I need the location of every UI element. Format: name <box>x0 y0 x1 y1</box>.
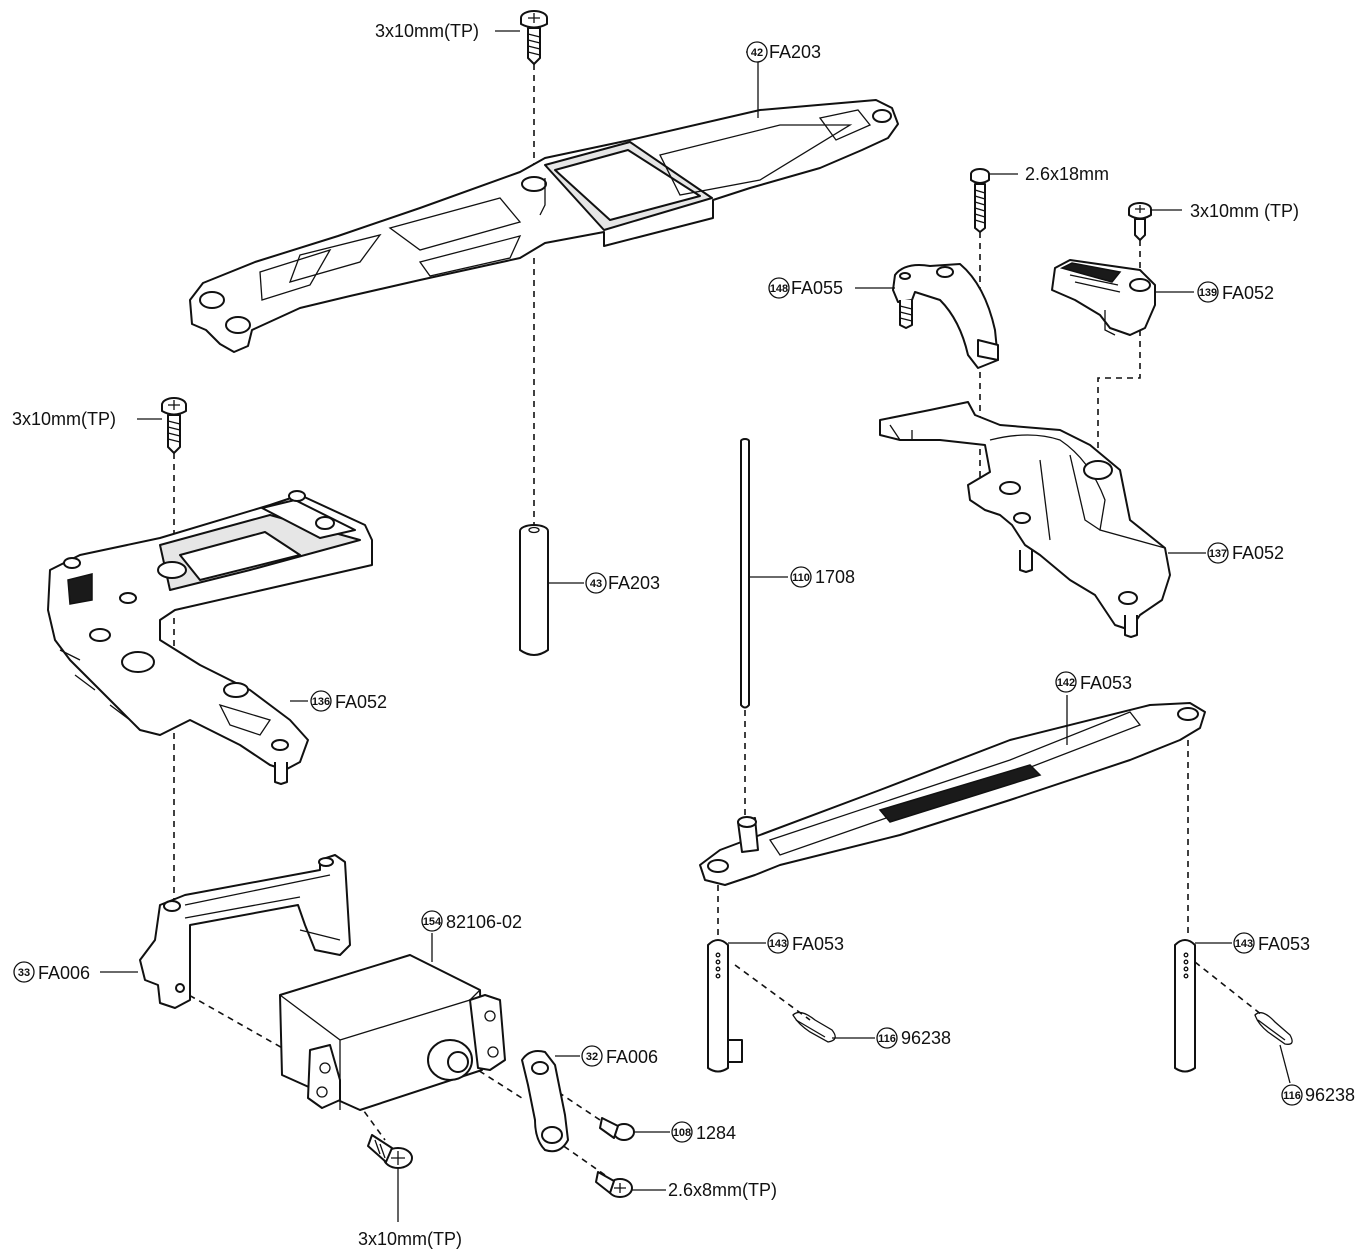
part-143-post-right <box>1174 939 1196 1073</box>
part-142-brace <box>699 702 1206 886</box>
screw-1284 <box>599 1117 635 1141</box>
label-screw-2-6x18: 2.6x18mm <box>1025 164 1109 184</box>
label-screw-bottom: 3x10mm(TP) <box>358 1229 462 1249</box>
part-110-rod <box>740 438 750 709</box>
part-154-servo <box>279 954 506 1111</box>
label-139-num: 139 <box>1199 287 1217 299</box>
label-screw-top: 3x10mm(TP) <box>375 21 479 41</box>
label-137-num: 137 <box>1209 548 1227 560</box>
label-143a-code: FA053 <box>792 934 844 954</box>
label-32-num: 32 <box>586 1051 598 1063</box>
label-42-num: 42 <box>751 47 763 59</box>
label-142-num: 142 <box>1057 677 1075 689</box>
screw-3x10-tp-right <box>1128 202 1152 241</box>
label-116b-num: 116 <box>1283 1090 1301 1102</box>
label-108-code: 1284 <box>696 1123 736 1143</box>
part-148-clamp <box>892 263 999 369</box>
screw-3x10-left <box>161 397 187 454</box>
screw-2-6x18 <box>970 168 990 233</box>
screw-3x10-top <box>520 10 548 65</box>
label-143b-num: 143 <box>1235 938 1253 950</box>
label-143b-code: FA053 <box>1258 934 1310 954</box>
part-33-servo-bracket <box>139 854 351 1009</box>
part-32-servo-horn <box>521 1050 569 1153</box>
label-154-code: 82106-02 <box>446 912 522 932</box>
label-136-num: 136 <box>312 696 330 708</box>
label-42-code: FA203 <box>769 42 821 62</box>
part-42-top-plate <box>189 99 899 353</box>
part-116-clip-right <box>1254 1012 1293 1045</box>
label-43-num: 43 <box>590 578 602 590</box>
label-screw-tp-right: 3x10mm (TP) <box>1190 201 1299 221</box>
part-136-servo-mount <box>47 490 373 785</box>
label-136-code: FA052 <box>335 692 387 712</box>
part-143-post-left <box>707 939 743 1073</box>
label-screw-left: 3x10mm(TP) <box>12 409 116 429</box>
label-116a-num: 116 <box>878 1033 896 1045</box>
label-110-num: 110 <box>792 572 810 584</box>
part-116-clip-left <box>792 1011 836 1043</box>
label-screw-2-6x8: 2.6x8mm(TP) <box>668 1180 777 1200</box>
part-labels: 3x10mm(TP) 42 FA203 2.6x18mm 3x10mm (TP)… <box>12 21 1355 1249</box>
label-33-num: 33 <box>18 967 30 979</box>
label-154-num: 154 <box>423 916 442 928</box>
screw-3x10-bottom <box>367 1134 413 1169</box>
part-137-mount <box>879 401 1171 638</box>
label-142-code: FA053 <box>1080 673 1132 693</box>
label-32-code: FA006 <box>606 1047 658 1067</box>
label-116a-code: 96238 <box>901 1028 951 1048</box>
label-108-num: 108 <box>673 1127 691 1139</box>
label-110-code: 1708 <box>815 567 855 587</box>
part-139-cover <box>1051 259 1156 336</box>
label-33-code: FA006 <box>38 963 90 983</box>
part-43-post <box>519 524 549 656</box>
label-137-code: FA052 <box>1232 543 1284 563</box>
label-143a-num: 143 <box>769 938 787 950</box>
screw-2-6x8 <box>595 1171 633 1198</box>
label-148-code: FA055 <box>791 278 843 298</box>
label-43-code: FA203 <box>608 573 660 593</box>
label-139-code: FA052 <box>1222 283 1274 303</box>
label-116b-code: 96238 <box>1305 1085 1355 1105</box>
label-148-num: 148 <box>770 283 788 295</box>
